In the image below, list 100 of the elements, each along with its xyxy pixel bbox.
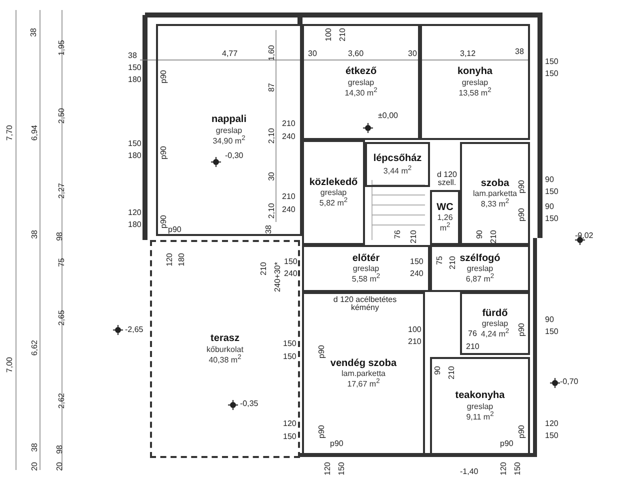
level-label: -0,30 [225,152,244,160]
dimension-label: 3,60 [348,50,364,58]
dimension-label: 150 [545,328,558,336]
room-outline [460,292,530,355]
room-detail: greslap [352,264,380,274]
dimension-label: 90 [434,366,442,375]
room-area: 4,24 m$^{2}$ [480,328,510,340]
room-detail: greslap [320,188,347,198]
dimension-label: 20 [56,462,64,471]
dimension-label: 180 [128,152,142,160]
room-outline [460,142,530,245]
room-area: 13,58 m$^{2}$ [458,86,492,98]
dimension-label: 6,62 [31,340,39,356]
dimension-label: 240 [282,133,296,141]
dimension-label: 150 [284,258,298,266]
dimension-label: 150 [128,140,142,148]
sill-height-label: p90 [168,226,182,234]
sill-height-label: p90 [160,146,168,160]
dimension-label: 75 [58,258,66,267]
room-name: nappali [211,114,246,126]
dimension-label: 7,70 [6,125,14,141]
sill-height-label: p90 [318,425,326,438]
sill-height-label: p90 [160,215,168,228]
room-name: vendég szoba [330,358,397,370]
dimension-label: 150 [283,433,296,441]
level-label: -0,02 [575,232,594,240]
dimension-label: 90 [545,176,554,184]
room-area: 40,38 m$^{2}$ [208,354,242,365]
level-label: -0,70 [560,378,578,386]
room-area: 5,58 m$^{2}$ [352,273,380,284]
dimension-label: 120 [500,462,508,476]
dimension-label: 90 [545,203,554,211]
sill-height-label: p90 [518,323,526,336]
room-area: 5,82 m$^{2}$ [319,197,348,208]
room-area: 17,67 m$^{2}$ [347,378,380,390]
dimension-label: 75 [436,256,444,265]
room-detail: greslap [216,126,242,135]
dimension-label: 150 [283,340,296,348]
room-area: 14,30 m$^{2}$ [344,86,378,98]
dimension-label: 210 [408,338,422,346]
dimension-label: 38 [30,28,38,37]
dimension-label: 180 [128,221,142,229]
dimension-label: 2,62 [58,393,66,409]
dimension-label: 240 [282,206,296,214]
dimension-label: 76 [468,330,477,338]
sill-height-label: p90 [330,440,344,448]
level-label: ±0,00 [378,112,398,120]
room-outline [302,24,420,140]
sill-height-label: p90 [160,70,168,84]
sill-height-label: p90 [518,180,526,194]
dimension-label: 98 [56,232,64,241]
dimension-label: 210 [410,230,418,244]
dimension-label: 2,10 [268,203,276,219]
level-label: -1,40 [460,468,478,476]
room-outline [430,245,530,292]
dimension-label: 2,65 [58,310,66,326]
dimension-label: 240 [284,270,298,278]
dimension-label: 240 [410,270,424,278]
room-area: 3,44 m$^{2}$ [383,164,412,176]
room-detail: greslap [348,78,374,87]
dimension-label: 20 [31,462,39,471]
dimension-label: 210 [282,193,296,201]
dimension-label: 120 [166,253,174,266]
room-outline [302,245,430,292]
dimension-label: 38 [31,443,39,452]
room-name: WC [436,202,454,214]
room-detail: greslap [466,264,494,274]
dimension-label: 150 [545,432,558,440]
dimension-label: 150 [128,64,142,72]
room-outline [156,24,302,236]
dimension-label: 180 [128,76,142,84]
dimension-label: 87 [268,83,276,92]
dimension-label: 30 [308,50,317,58]
room-name: lépcsőház [373,153,422,165]
dimension-label: 7,00 [6,357,14,373]
room-area: 8,33 m$^{2}$ [480,198,510,210]
room-name: konyha [457,66,492,78]
dimension-label: 76 [394,230,402,239]
dimension-label: 180 [178,253,186,266]
room-detail: kőburkolat [206,344,244,354]
dimension-label: 38 [515,48,524,56]
dimension-label: 210 [466,343,480,351]
note-text: d 120 szell. [436,171,458,187]
dimension-label: 150 [545,188,558,196]
dimension-label: 150 [283,353,296,361]
dimension-label: 4,77 [222,50,238,58]
sill-height-label: p90 [318,345,326,358]
dimension-label: 210 [260,262,268,276]
room-detail: lam.parketta [472,189,518,198]
dimension-label: 150 [514,462,522,476]
room-detail: greslap [466,402,494,411]
sill-height-label: p90 [518,208,526,222]
room-outline [430,190,460,245]
sill-height-label: p90 [500,440,514,448]
room-name: közlekedő [309,176,358,188]
dimension-label: 240+30* [274,262,282,292]
dimension-label: 210 [448,366,456,380]
dimension-label: 100 [408,326,422,334]
dimension-label: 210 [449,256,457,270]
room-outline [365,142,430,187]
